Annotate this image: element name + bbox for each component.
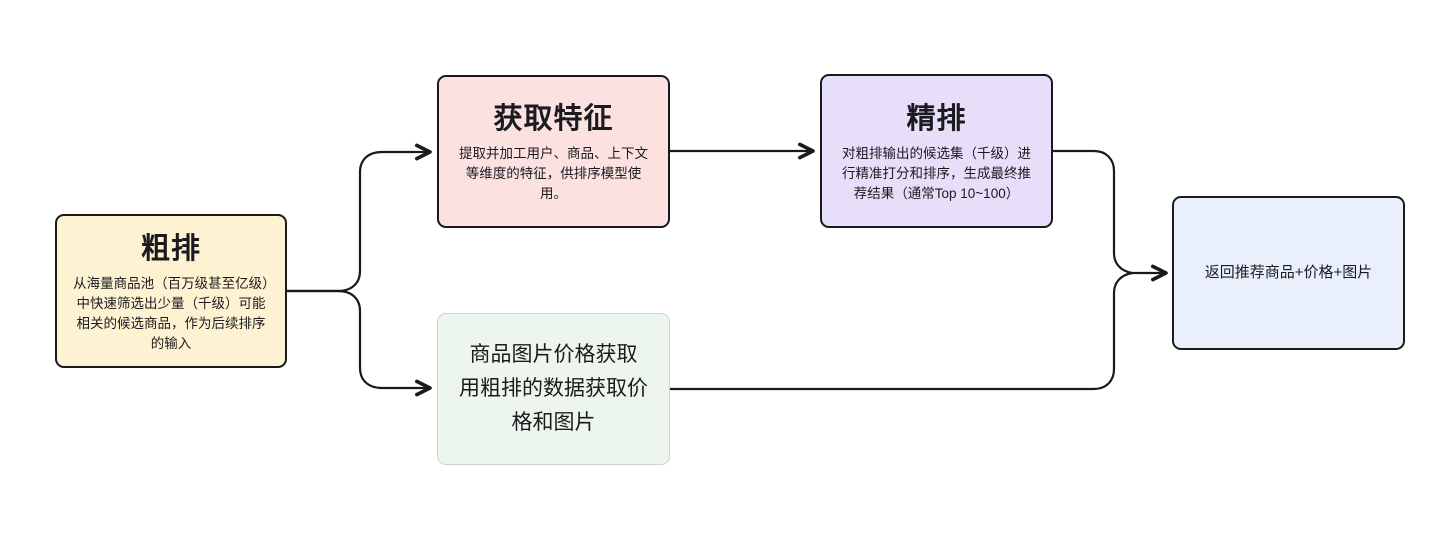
node-fine-ranking[interactable]: 精排 对粗排输出的候选集（千级）进行精准打分和排序，生成最终推荐结果（通常Top… — [820, 74, 1053, 228]
node-get-features-description: 提取并加工用户、商品、上下文等维度的特征，供排序模型使用。 — [459, 146, 648, 201]
node-image-price-fetch-title: 商品图片价格获取 — [469, 343, 638, 366]
node-get-features[interactable]: 获取特征 提取并加工用户、商品、上下文等维度的特征，供排序模型使用。 — [437, 75, 670, 228]
node-return-result-label: 返回推荐商品+价格+图片 — [1204, 264, 1373, 281]
node-image-price-fetch-description: 用粗排的数据获取价格和图片 — [459, 377, 648, 434]
node-return-result[interactable]: 返回推荐商品+价格+图片 — [1172, 196, 1405, 350]
node-coarse-ranking-title: 粗排 — [140, 232, 201, 265]
node-image-price-fetch[interactable]: 商品图片价格获取 用粗排的数据获取价格和图片 — [437, 313, 670, 465]
edge-fetch-to-result — [668, 271, 1134, 391]
edge-coarse-to-fetch — [285, 289, 432, 397]
node-fine-ranking-description: 对粗排输出的候选集（千级）进行精准打分和排序，生成最终推荐结果（通常Top 10… — [842, 145, 1031, 201]
node-get-features-title: 获取特征 — [493, 103, 614, 135]
edge-fine-to-result — [1051, 149, 1134, 275]
node-coarse-ranking[interactable]: 粗排 从海量商品池（百万级甚至亿级）中快速筛选出少量（千级）可能相关的候选商品，… — [55, 214, 287, 368]
node-fine-ranking-title: 精排 — [906, 102, 967, 135]
edge-coarse-to-features — [285, 143, 432, 293]
node-coarse-ranking-description: 从海量商品池（百万级甚至亿级）中快速筛选出少量（千级）可能相关的候选商品，作为后… — [73, 275, 269, 351]
